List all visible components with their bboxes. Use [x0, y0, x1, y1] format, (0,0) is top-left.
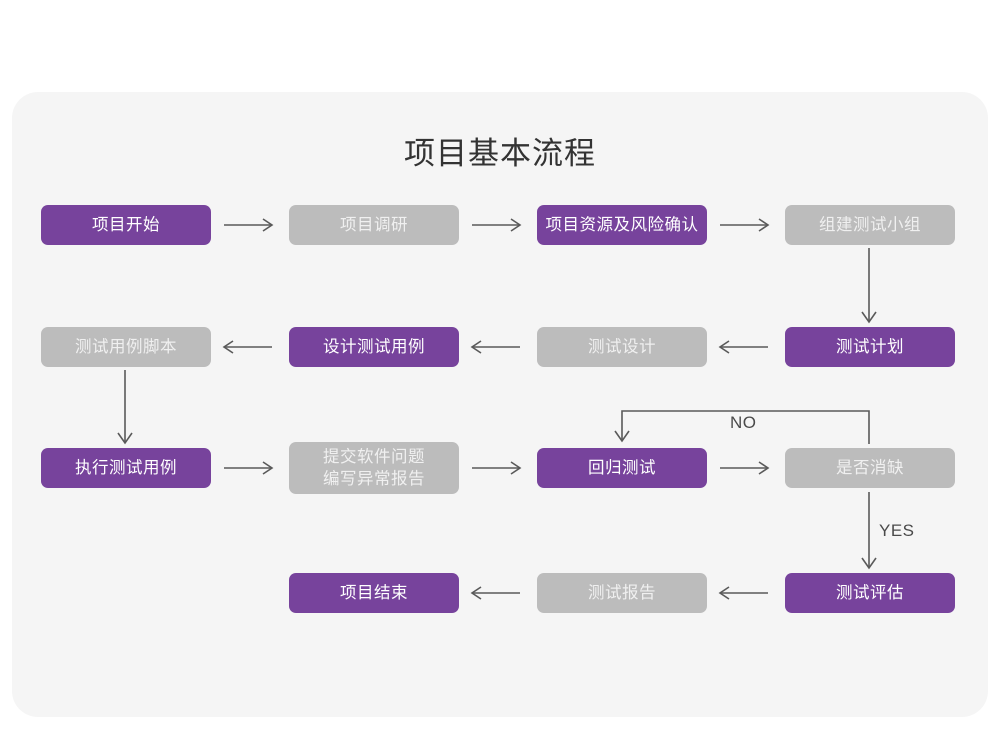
flow-node-test-case-script[interactable]: 测试用例脚本 [41, 327, 211, 367]
flow-node-build-test-team[interactable]: 组建测试小组 [785, 205, 955, 245]
flow-node-test-evaluation[interactable]: 测试评估 [785, 573, 955, 613]
flowchart-card [12, 92, 988, 717]
edge-label-no: NO [730, 413, 757, 432]
flow-node-defects-cleared-decision[interactable]: 是否消缺 [785, 448, 955, 488]
flow-node-submit-defects-report[interactable]: 提交软件问题 编写异常报告 [289, 442, 459, 494]
edge-label-yes: YES [879, 521, 915, 540]
flow-node-execute-test-cases[interactable]: 执行测试用例 [41, 448, 211, 488]
flow-node-test-design[interactable]: 测试设计 [537, 327, 707, 367]
page-title: 项目基本流程 [404, 136, 596, 171]
flow-node-project-research[interactable]: 项目调研 [289, 205, 459, 245]
flow-node-project-start[interactable]: 项目开始 [41, 205, 211, 245]
flow-node-project-end[interactable]: 项目结束 [289, 573, 459, 613]
flow-node-regression-test[interactable]: 回归测试 [537, 448, 707, 488]
flow-node-test-plan[interactable]: 测试计划 [785, 327, 955, 367]
flow-node-test-report[interactable]: 测试报告 [537, 573, 707, 613]
flow-node-design-test-cases[interactable]: 设计测试用例 [289, 327, 459, 367]
flow-node-resource-risk-confirm[interactable]: 项目资源及风险确认 [537, 205, 707, 245]
